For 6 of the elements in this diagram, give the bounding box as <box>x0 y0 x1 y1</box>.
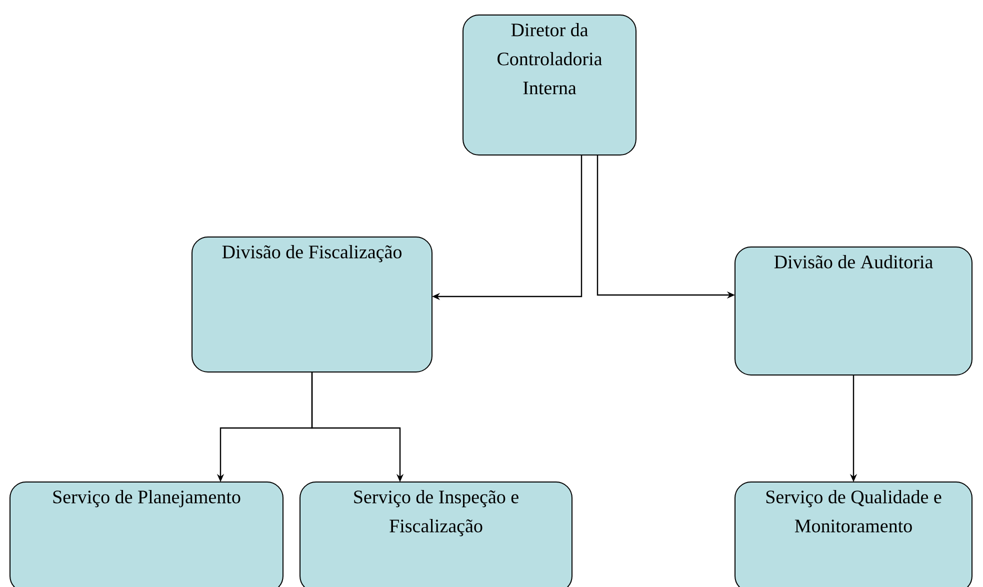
org-box: Serviço de Qualidade e Monitoramento <box>734 482 972 587</box>
org-box: Divisão de Auditoria <box>734 246 972 376</box>
org-box: Divisão de Fiscalização <box>192 236 432 372</box>
org-box: Diretor da Controladoria Interna <box>462 14 636 156</box>
org-box: Serviço de Planejamento <box>10 482 284 587</box>
org-box: Serviço de Inspeção e Fiscalização <box>300 482 572 587</box>
